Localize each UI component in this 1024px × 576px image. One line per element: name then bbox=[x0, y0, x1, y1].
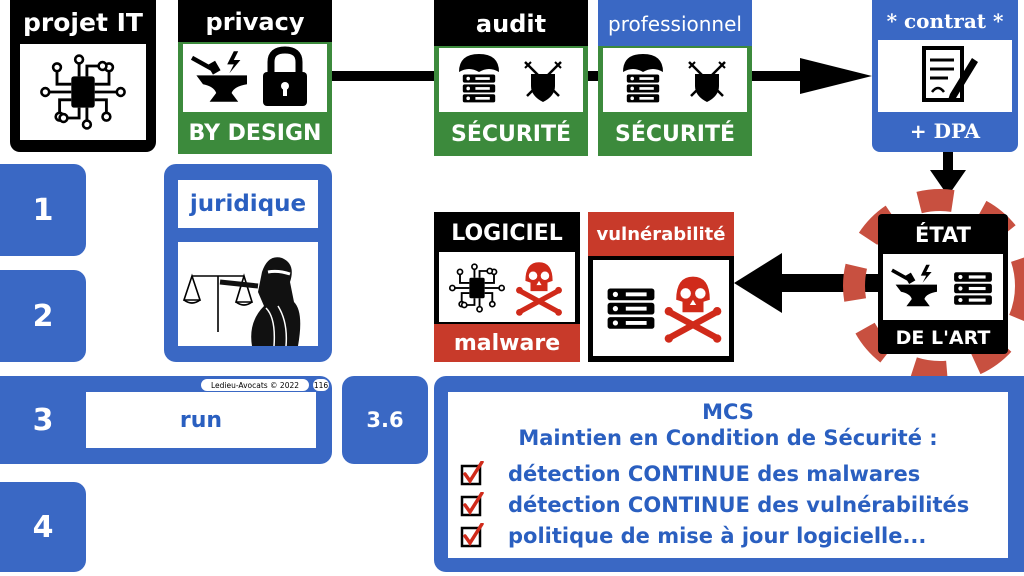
mcs-panel: MCS Maintien en Condition de Sécurité : … bbox=[434, 376, 1024, 572]
page-number-badge: 116 bbox=[312, 378, 330, 392]
contract-icon bbox=[878, 40, 1012, 112]
card-projet-it: projet IT bbox=[10, 0, 156, 152]
copyright-badge: Ledieu-Avocats © 2022 bbox=[200, 378, 310, 392]
step-3-label: run bbox=[179, 407, 223, 433]
card-logiciel: LOGICIEL malware bbox=[434, 212, 580, 362]
server-skull-icon bbox=[593, 260, 729, 356]
justice-statue-icon bbox=[178, 242, 318, 346]
card-professionnel-label: professionnel bbox=[608, 12, 742, 36]
mcs-item: politique de mise à jour logicielle... bbox=[448, 520, 1008, 551]
card-professionnel: professionnel SÉCURITÉ bbox=[598, 0, 752, 156]
step-3-row[interactable]: 3 run Ledieu-Avocats © 2022 116 bbox=[0, 376, 332, 464]
step-4-button[interactable]: 4 bbox=[0, 482, 86, 572]
card-privacy-label: privacy bbox=[205, 8, 305, 36]
mcs-item: détection CONTINUE des vulnérabilités bbox=[448, 489, 1008, 520]
chip-skull-icon bbox=[439, 252, 575, 322]
server-shield-icon bbox=[439, 48, 583, 112]
mcs-title: MCS bbox=[702, 400, 754, 424]
checkbox-icon bbox=[460, 491, 484, 517]
card-vulnerabilite: vulnérabilité bbox=[588, 212, 734, 362]
card-vulnerabilite-label: vulnérabilité bbox=[588, 212, 734, 256]
step-4-number: 4 bbox=[32, 509, 54, 545]
step-3-run-box: run bbox=[86, 392, 316, 448]
mcs-subtitle: Maintien en Condition de Sécurité : bbox=[518, 426, 938, 450]
arrow-contrat-to-etat bbox=[928, 150, 968, 198]
step-1-number: 1 bbox=[32, 192, 54, 228]
card-contrat-bottom-label: + DPA bbox=[909, 119, 981, 143]
card-contrat: * contrat * + DPA bbox=[872, 0, 1018, 152]
card-juridique: juridique bbox=[164, 164, 332, 362]
checkbox-icon bbox=[460, 460, 484, 486]
copyright-text: Ledieu-Avocats © 2022 bbox=[210, 380, 300, 390]
substep-3-6-button[interactable]: 3.6 bbox=[342, 376, 428, 464]
substep-3-6-number: 3.6 bbox=[366, 408, 404, 432]
mcs-item: détection CONTINUE des malwares bbox=[448, 458, 1008, 489]
etat-halo bbox=[830, 188, 1024, 386]
step-2-number: 2 bbox=[32, 298, 54, 334]
page-number: 116 bbox=[313, 380, 329, 390]
anvil-server-icon bbox=[883, 254, 1003, 320]
card-etat-bottom-label: DE L'ART bbox=[895, 327, 991, 349]
anvil-padlock-icon bbox=[183, 44, 327, 112]
card-audit: audit SÉCURITÉ bbox=[434, 0, 588, 156]
chip-icon bbox=[20, 44, 146, 140]
card-privacy: privacy BY DESIGN bbox=[178, 0, 332, 154]
card-etat: ÉTAT DE L'ART bbox=[878, 214, 1008, 354]
mcs-item-text: détection CONTINUE des malwares bbox=[508, 461, 921, 486]
mcs-item-text: détection CONTINUE des vulnérabilités bbox=[508, 492, 970, 517]
card-projet-it-label: projet IT bbox=[23, 7, 143, 37]
card-logiciel-bottom-label: malware bbox=[434, 324, 580, 362]
card-privacy-bottom-label: BY DESIGN bbox=[188, 120, 322, 146]
card-juridique-title-box: juridique bbox=[178, 180, 318, 228]
step-2-button[interactable]: 2 bbox=[0, 270, 86, 362]
step-1-button[interactable]: 1 bbox=[0, 164, 86, 256]
mcs-item-text: politique de mise à jour logicielle... bbox=[508, 523, 927, 548]
card-professionnel-bottom-label: SÉCURITÉ bbox=[614, 121, 736, 147]
card-juridique-label: juridique bbox=[189, 191, 307, 217]
card-etat-label: ÉTAT bbox=[915, 223, 971, 247]
server-shield-icon bbox=[603, 48, 747, 112]
card-contrat-label: * contrat * bbox=[886, 9, 1004, 33]
card-logiciel-label: LOGICIEL bbox=[451, 220, 563, 246]
mcs-content: MCS Maintien en Condition de Sécurité : … bbox=[448, 392, 1008, 558]
card-audit-bottom-label: SÉCURITÉ bbox=[450, 121, 572, 147]
card-audit-label: audit bbox=[475, 10, 547, 38]
step-3-number: 3 bbox=[32, 402, 54, 438]
checkbox-icon bbox=[460, 522, 484, 548]
